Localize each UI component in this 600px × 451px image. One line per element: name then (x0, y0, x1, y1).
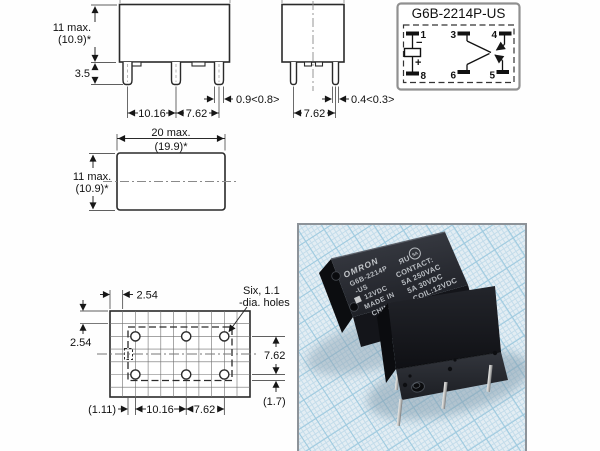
top-view-drawing: 20 max. (19.9)* 11 max. (10.9)* (73, 127, 238, 211)
coil-branch (406, 31, 419, 76)
relay-side-face (388, 286, 501, 369)
dim-pin-length: 3.5 (75, 68, 90, 80)
pin (122, 62, 133, 86)
pin (170, 62, 182, 86)
pin-6-label: 6 (450, 71, 456, 82)
coil-minus: − (416, 37, 422, 49)
pin-5-label: 5 (489, 71, 495, 82)
pin-4-label: 4 (491, 30, 497, 41)
mold-mark (331, 271, 341, 281)
dim-height-tol: (10.9)* (58, 34, 92, 46)
recess-mark (411, 381, 425, 393)
suffix-text: -US (354, 284, 369, 296)
pin-1-label: 1 (421, 30, 427, 41)
dim-width-tol: (19.9)* (154, 141, 188, 153)
schematic: G6B-2214P-US 1 − + (396, 2, 521, 91)
dim-hole-pitch-b: 7.62 (194, 404, 215, 416)
relay-label-face (331, 232, 468, 317)
dim-depth-tol: (10.9)* (75, 183, 109, 195)
relay-back-unit (377, 286, 508, 427)
pin-pads (402, 350, 498, 388)
ul-mark: ЯU (397, 253, 411, 266)
dim-pin-width: 0.9<0.8> (236, 94, 279, 106)
relay-body-side (118, 3, 231, 63)
coil-symbol (403, 47, 422, 58)
relay-photo-art: OMRON G6B-2214P -US 12VDC MADE IN CHINA … (306, 231, 525, 427)
dim-grid-y: 2.54 (70, 337, 91, 349)
coil-plus: + (415, 57, 421, 69)
pin (331, 62, 340, 86)
csa-mark-icon (408, 247, 421, 260)
dim-depth: 11 max. (73, 171, 111, 183)
holes-note-line1: Six, 1.1 (243, 285, 280, 297)
dim-edge: (1.7) (263, 396, 286, 408)
dim-end-pitch: 7.62 (304, 108, 325, 120)
dim-offset: (1.11) (88, 404, 116, 416)
pin (213, 62, 225, 86)
dim-width: 20 max. (151, 127, 190, 139)
contact-arms (466, 35, 506, 70)
dim-height: 11 max. (53, 22, 91, 34)
end-view-drawing: 7.62 0.4<0.3> (281, 0, 394, 120)
schematic-title: G6B-2214P-US (412, 6, 506, 21)
csa-mark-text: SA (411, 250, 419, 257)
dim-hole-pitch-a: 10.16 (146, 404, 174, 416)
schematic-outline (402, 24, 515, 84)
label-square (353, 295, 362, 304)
pin (289, 62, 298, 86)
holes-note-line2: -dia. holes (239, 297, 290, 309)
dim-pitch-b: 7.62 (186, 108, 207, 120)
contact-terminals (457, 31, 512, 74)
product-photo: OMRON G6B-2214P -US 12VDC MADE IN CHINA … (297, 223, 527, 451)
mold-mark (349, 302, 359, 312)
pcb-layout-drawing: 2.54 2.54 7.62 (1.7) (1.11) 10.16 7.62 S… (70, 285, 290, 416)
side-view-drawing: 11 max. (10.9)* 3.5 10.16 7.62 0.9<0.8> (53, 0, 279, 120)
dim-grid-x: 2.54 (137, 290, 158, 302)
dim-row-pitch: 7.62 (264, 350, 285, 362)
dim-pin-thickness: 0.4<0.3> (351, 94, 394, 106)
dim-pitch-a: 10.16 (138, 108, 166, 120)
mounting-holes (130, 331, 230, 380)
pin-3-label: 3 (450, 30, 456, 41)
pin-8-label: 8 (421, 71, 427, 82)
relay-pins-near (396, 364, 493, 427)
